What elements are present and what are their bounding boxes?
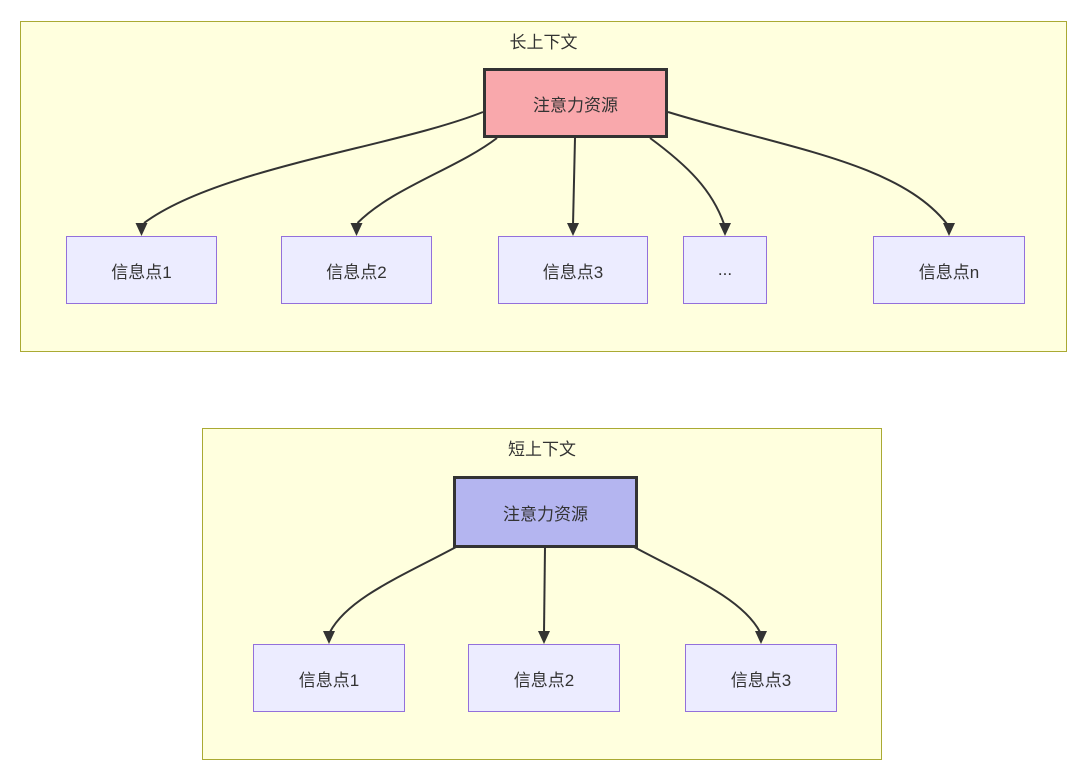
- node-attention-resource-long: 注意力资源: [483, 68, 668, 138]
- node-short-info-point-3: 信息点3: [685, 644, 837, 712]
- node-long-info-point-ellipsis: ...: [683, 236, 767, 304]
- node-short-info-point-2: 信息点2: [468, 644, 620, 712]
- cluster-title-short-context: 短上下文: [508, 440, 576, 459]
- node-long-info-point-n: 信息点n: [873, 236, 1025, 304]
- node-long-info-point-2: 信息点2: [281, 236, 432, 304]
- node-long-info-point-1: 信息点1: [66, 236, 217, 304]
- node-attention-resource-short: 注意力资源: [453, 476, 638, 548]
- cluster-title-long-context: 长上下文: [509, 33, 578, 52]
- node-long-info-point-3: 信息点3: [498, 236, 648, 304]
- node-short-info-point-1: 信息点1: [253, 644, 405, 712]
